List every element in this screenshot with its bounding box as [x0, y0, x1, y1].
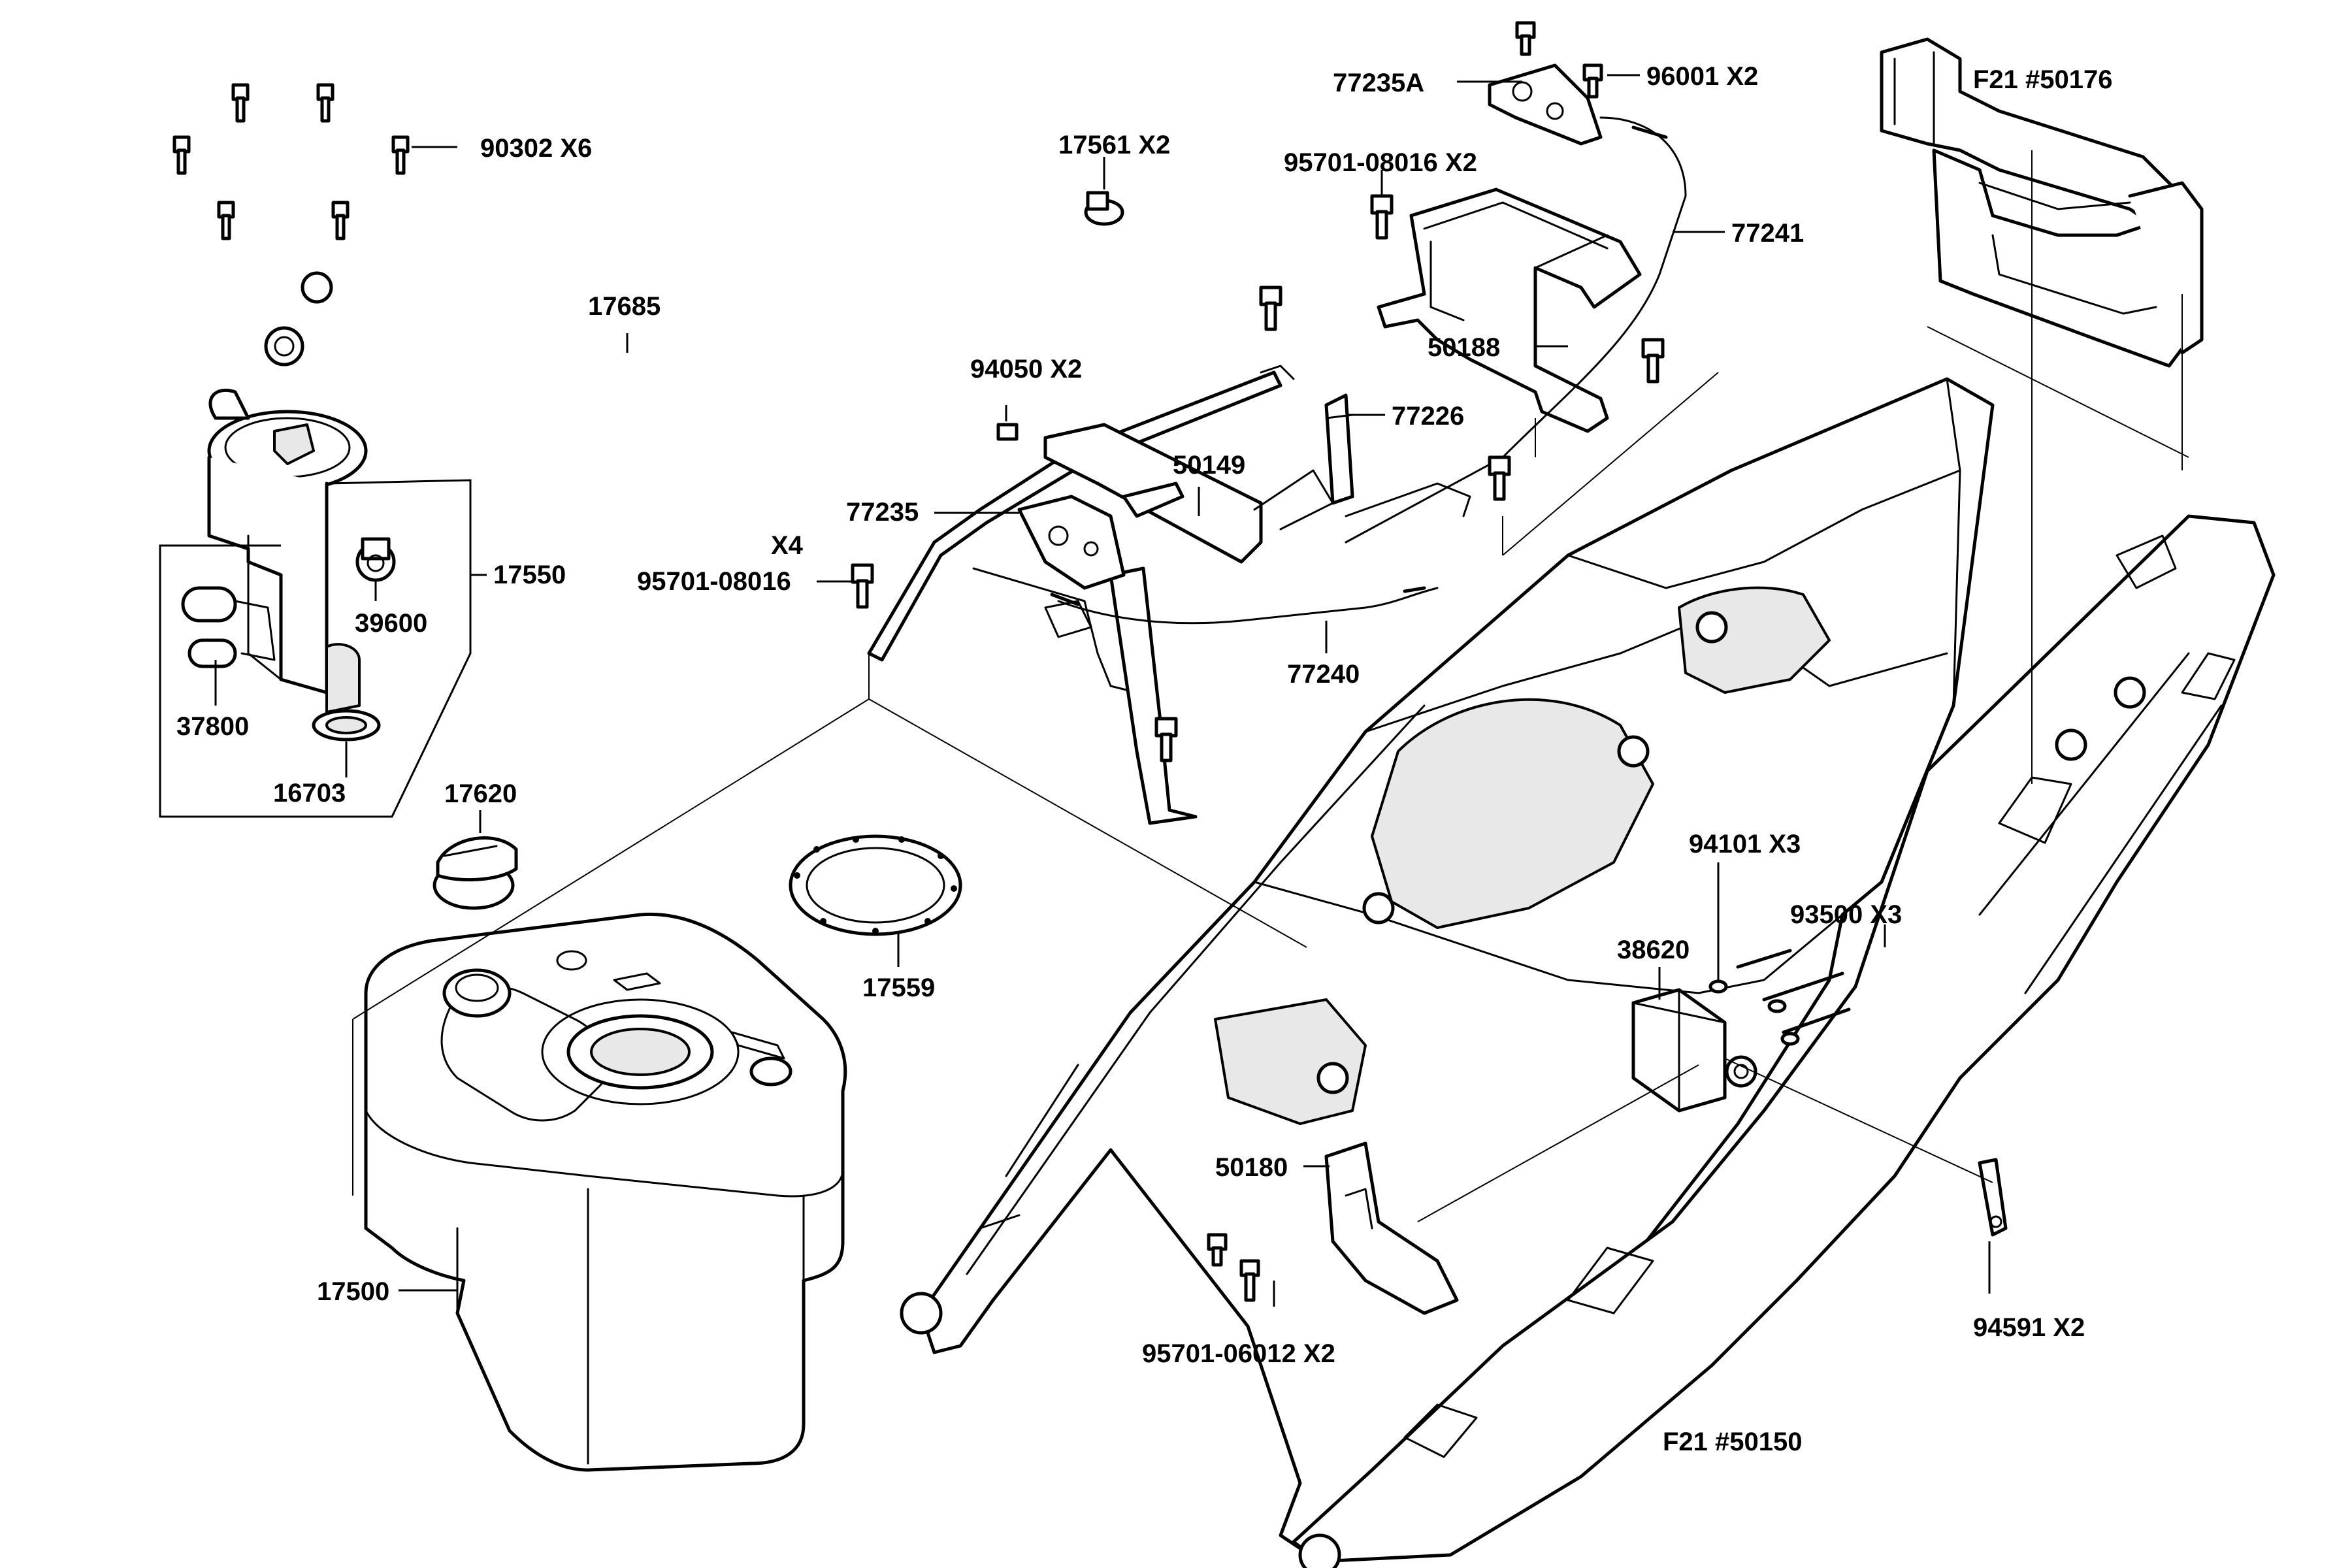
- callout-labels: 90302 X6 17561 X2 17685 77235A 96001 X2 …: [176, 62, 2113, 1456]
- label-f21-50176: F21 #50176: [1973, 65, 2113, 94]
- cable-77241: [1345, 116, 1687, 544]
- fuel-cap-17620: [433, 836, 518, 910]
- seat-lock-77235A: [1488, 63, 1603, 146]
- label-17559: 17559: [862, 973, 935, 1002]
- washer-94101: [1708, 979, 1728, 994]
- label-90302: 90302 X6: [480, 134, 592, 163]
- label-96001: 96001 X2: [1646, 62, 1758, 91]
- screws-93500: [1736, 949, 1851, 1046]
- gasket-17559: [789, 834, 962, 936]
- label-17620: 17620: [444, 779, 517, 808]
- fuel-tank-17500: [364, 912, 847, 1472]
- hose-clamp-17561: [1084, 191, 1124, 226]
- bracket-50188: [1377, 188, 1642, 433]
- label-94591: 94591 X2: [1973, 1313, 2085, 1342]
- leader-lines: [214, 74, 2189, 1307]
- label-93500: 93500 X3: [1790, 900, 1902, 929]
- strap-94591: [1978, 1158, 2008, 1237]
- label-38620: 38620: [1617, 936, 1690, 964]
- bolts-90302: [172, 83, 410, 240]
- bracket-50180: [1324, 1141, 1459, 1315]
- label-17500: 17500: [317, 1277, 389, 1306]
- relay-38620: [1631, 988, 1757, 1113]
- label-16703: 16703: [273, 779, 346, 808]
- seat-latch-77235: [1017, 495, 1126, 590]
- label-77226: 77226: [1392, 402, 1464, 431]
- label-50149: 50149: [1173, 451, 1245, 480]
- label-94050: 94050 X2: [970, 355, 1082, 384]
- label-37800: 37800: [176, 712, 249, 741]
- label-17685: 17685: [588, 292, 661, 321]
- label-17561: 17561 X2: [1058, 131, 1170, 159]
- label-f21-50150: F21 #50150: [1663, 1428, 1803, 1456]
- fuel-sender-39600: [355, 537, 396, 582]
- label-95701-06012: 95701-06012 X2: [1142, 1339, 1335, 1368]
- label-50180: 50180: [1215, 1153, 1288, 1182]
- label-17550: 17550: [493, 561, 566, 589]
- label-77235: 77235: [846, 498, 919, 527]
- main-frame-50150: [900, 377, 2276, 1568]
- clamp-77226: [1324, 393, 1354, 505]
- label-x4: X4: [771, 531, 804, 560]
- label-94101: 94101 X3: [1689, 830, 1801, 858]
- label-95701-08016: 95701-08016: [637, 567, 791, 596]
- pump-bracket-box: [159, 479, 472, 818]
- bolts-misc: [851, 21, 1665, 1302]
- label-95701-08016-x2: 95701-08016 X2: [1284, 148, 1477, 177]
- label-50188: 50188: [1428, 333, 1500, 362]
- label-39600: 39600: [355, 609, 427, 638]
- rear-bracket-50176: [1880, 37, 2204, 368]
- label-77241: 77241: [1731, 219, 1804, 248]
- breather-hose-17685: [264, 193, 1063, 410]
- latch-cable-77240: [1050, 586, 1439, 625]
- label-77235A: 77235A: [1333, 69, 1424, 97]
- label-77240: 77240: [1287, 660, 1360, 689]
- fuel-pump-17550: [181, 388, 381, 742]
